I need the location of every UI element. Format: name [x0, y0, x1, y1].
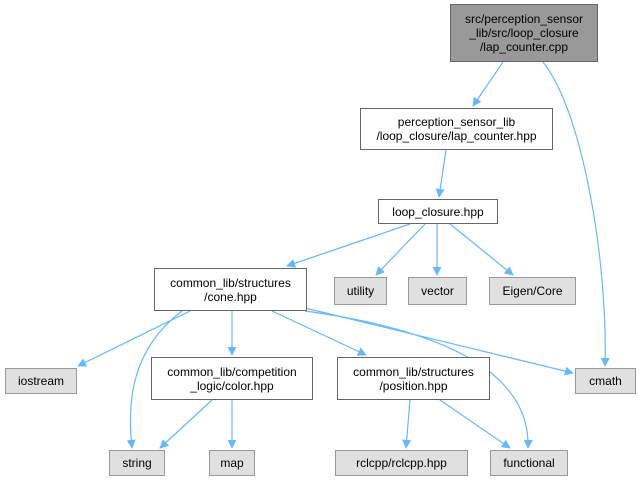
node-label-line: common_lib/structures: [353, 364, 474, 379]
node-loop-closure-hpp[interactable]: loop_closure.hpp: [378, 199, 498, 224]
node-string[interactable]: string: [109, 450, 165, 476]
edge-cpp-to-lap-counter-hpp: [472, 61, 504, 107]
node-cmath[interactable]: cmath: [575, 368, 636, 394]
edge-loop-closure-to-utility: [375, 223, 426, 276]
node-label-line: /position.hpp: [379, 378, 448, 393]
edge-lap-counter-hpp-to-loop-closure: [435, 149, 447, 198]
node-label-line: _lib/src/loop_closure: [469, 26, 579, 40]
node-label-line: map: [220, 456, 244, 470]
node-lap-counter-cpp[interactable]: src/perception_sensor _lib/src/loop_clos…: [450, 4, 598, 62]
node-label-line: /loop_closure/lap_counter.hpp: [376, 129, 537, 143]
node-label-line: vector: [421, 284, 454, 298]
edge-cone-to-string: [126, 310, 183, 449]
node-utility[interactable]: utility: [334, 277, 387, 305]
node-label-line: /lap_counter.cpp: [479, 40, 569, 54]
node-lap-counter-hpp[interactable]: perception_sensor_lib /loop_closure/lap_…: [360, 108, 553, 150]
edge-cpp-to-cmath: [542, 61, 610, 367]
node-label-line: common_lib/competition: [167, 364, 297, 379]
node-label-line: src/perception_sensor: [464, 12, 584, 26]
edge-loop-closure-to-cone: [286, 223, 411, 268]
node-label-line: loop_closure.hpp: [392, 204, 484, 219]
node-label-line: string: [122, 456, 152, 470]
node-vector[interactable]: vector: [408, 277, 467, 305]
node-functional[interactable]: functional: [490, 450, 568, 476]
edge-loop-closure-to-eigen: [449, 223, 514, 276]
node-label-line: rclcpp/rclcpp.hpp: [356, 456, 447, 470]
node-label-line: perception_sensor_lib: [397, 115, 516, 129]
node-iostream[interactable]: iostream: [5, 368, 77, 394]
node-eigen-core[interactable]: Eigen/Core: [489, 277, 576, 305]
node-rclcpp[interactable]: rclcpp/rclcpp.hpp: [335, 450, 468, 476]
node-label-line: utility: [346, 284, 375, 298]
edge-position-to-functional: [439, 399, 511, 449]
edge-cone-to-position: [271, 310, 367, 356]
node-label-line: iostream: [17, 374, 64, 388]
node-label-line: /cone.hpp: [204, 289, 257, 304]
node-label-line: functional: [503, 456, 555, 470]
node-cone-hpp[interactable]: common_lib/structures /cone.hpp: [154, 268, 307, 311]
edge-position-to-rclcpp: [402, 399, 412, 449]
node-label-line: Eigen/Core: [502, 284, 563, 298]
node-position-hpp[interactable]: common_lib/structures /position.hpp: [337, 357, 490, 400]
node-color-hpp[interactable]: common_lib/competition _logic/color.hpp: [151, 357, 313, 400]
node-label-line: _logic/color.hpp: [190, 378, 274, 393]
node-label-line: common_lib/structures: [170, 275, 291, 290]
node-map[interactable]: map: [209, 450, 255, 476]
edge-color-to-string: [159, 399, 213, 449]
node-label-line: cmath: [589, 374, 622, 388]
